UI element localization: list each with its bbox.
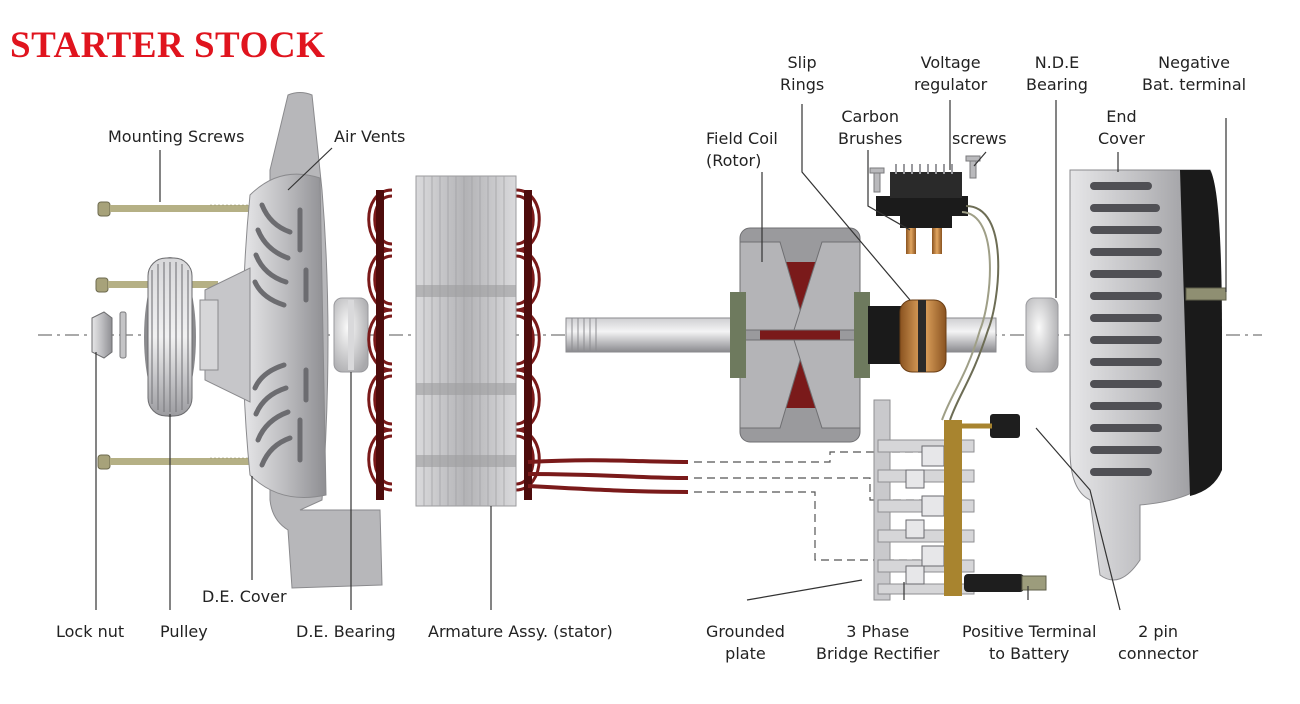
label-de-cover: D.E. Cover [202, 587, 287, 606]
label-voltage-regulator-line2: regulator [914, 75, 988, 94]
stator-leads-part [527, 458, 689, 494]
nde-bearing-part [1025, 297, 1059, 373]
voltage-regulator-part [869, 155, 1000, 421]
label-positive-terminal-line1: Positive Terminal [962, 622, 1097, 641]
rectifier-part [873, 399, 1047, 601]
label-carbon-brushes-line1: Carbon [841, 107, 899, 126]
label-end-cover-line1: End [1106, 107, 1137, 126]
label-rectifier-line1: 3 Phase [846, 622, 910, 641]
label-rectifier-line2: Bridge Rectifier [816, 644, 940, 663]
label-end-cover: End Cover [1098, 106, 1145, 150]
label-air-vents: Air Vents [334, 127, 406, 146]
slip-rings-part [899, 299, 947, 373]
lock-nut-part [91, 311, 127, 359]
label-field-coil: Field Coil (Rotor) [706, 128, 778, 172]
label-screws: screws [952, 129, 1007, 148]
label-lock-nut: Lock nut [56, 622, 125, 641]
label-field-coil-line2: (Rotor) [706, 151, 762, 170]
label-armature: Armature Assy. (stator) [428, 622, 613, 641]
label-negative-terminal-line2: Bat. terminal [1142, 75, 1247, 94]
label-nde-bearing-line2: Bearing [1026, 75, 1088, 94]
label-de-bearing: D.E. Bearing [296, 622, 396, 641]
label-carbon-brushes: Carbon Brushes [838, 106, 902, 150]
label-2pin-connector-line1: 2 pin [1138, 622, 1179, 641]
leader-lines [95, 100, 1227, 611]
pulley-part [144, 257, 196, 417]
label-grounded-plate-line2: plate [725, 644, 766, 663]
label-voltage-regulator-line1: Voltage [920, 53, 981, 72]
label-grounded-plate: Grounded plate [706, 621, 785, 665]
label-slip-rings-line1: Slip [787, 53, 817, 72]
label-2pin-connector-line2: connector [1118, 644, 1199, 663]
label-nde-bearing: N.D.E Bearing [1026, 52, 1088, 96]
label-rectifier: 3 Phase Bridge Rectifier [816, 621, 940, 665]
label-negative-terminal-line1: Negative [1158, 53, 1230, 72]
label-end-cover-line2: Cover [1098, 129, 1145, 148]
label-mounting-screws: Mounting Screws [108, 127, 245, 146]
label-nde-bearing-line1: N.D.E [1034, 53, 1080, 72]
stator-core-part [415, 175, 517, 507]
label-voltage-regulator: Voltage regulator [914, 52, 987, 96]
de-bearing-part [333, 297, 369, 373]
label-negative-terminal: Negative Bat. terminal [1142, 52, 1246, 96]
label-slip-rings-line2: Rings [780, 75, 825, 94]
label-positive-terminal-line2: to Battery [989, 644, 1070, 663]
label-2pin-connector: 2 pin connector [1118, 621, 1198, 665]
label-pulley: Pulley [160, 622, 208, 641]
end-cover-part [1069, 169, 1227, 581]
label-grounded-plate-line1: Grounded [706, 622, 785, 641]
label-positive-terminal: Positive Terminal to Battery [962, 621, 1096, 665]
label-carbon-brushes-line2: Brushes [838, 129, 903, 148]
stator-windings-part [367, 188, 541, 500]
label-slip-rings: Slip Rings [780, 52, 824, 96]
label-field-coil-line1: Field Coil [706, 129, 778, 148]
brand-title: STARTER STOCK [10, 25, 326, 66]
de-cover-part [199, 92, 383, 589]
